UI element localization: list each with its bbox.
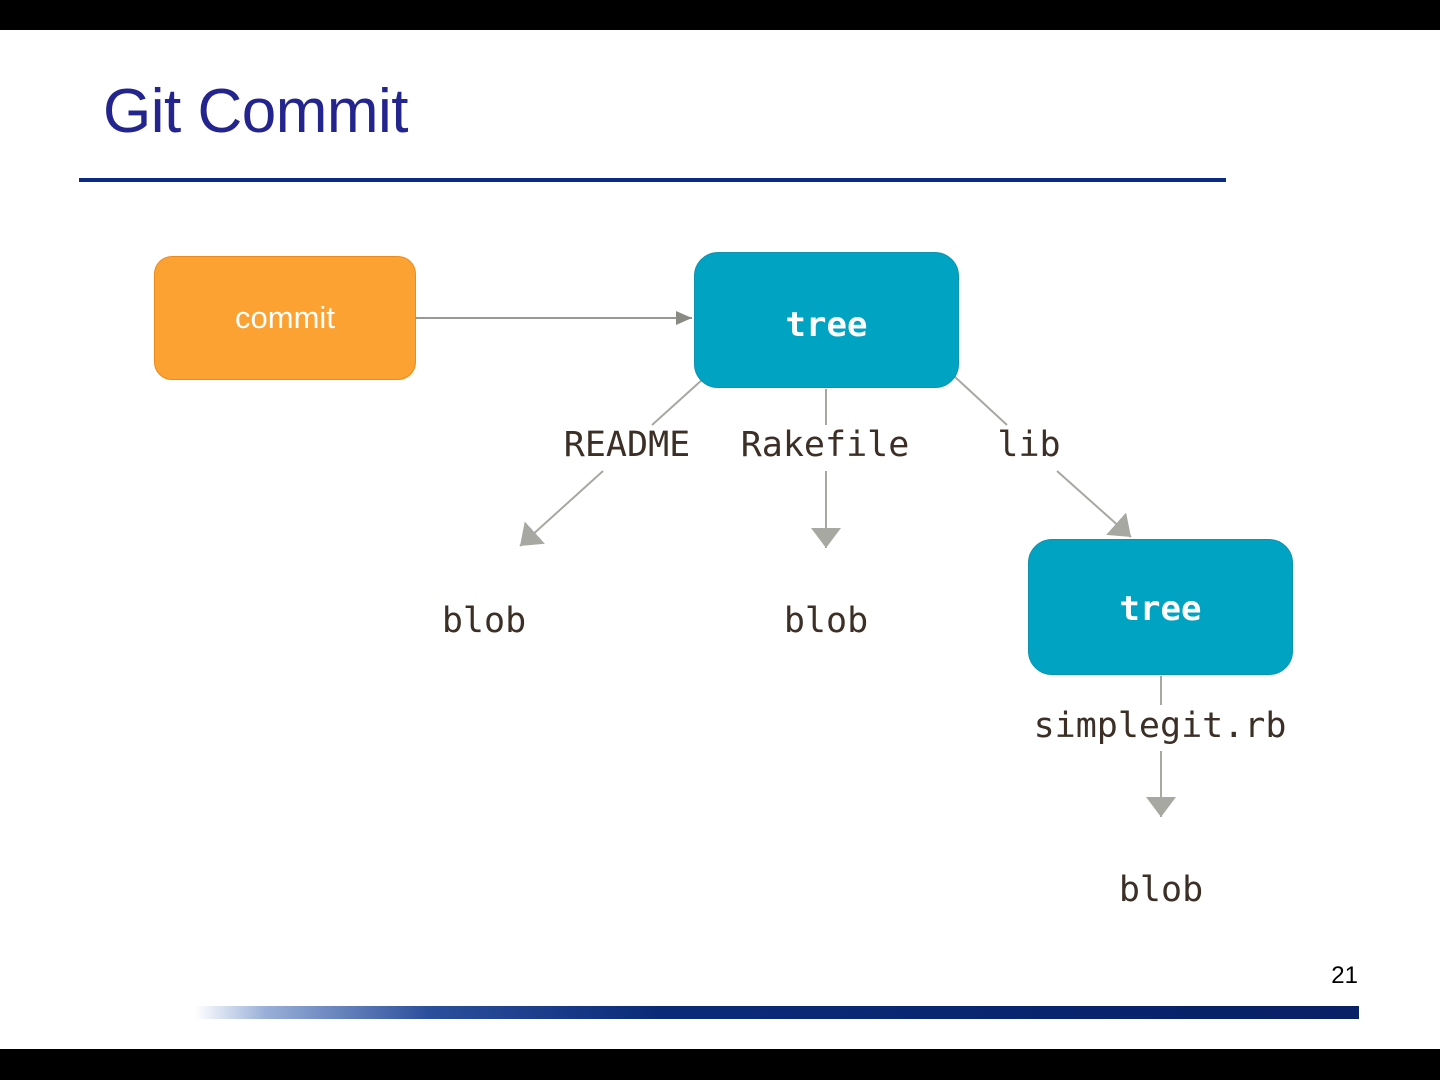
edge-label-lib: lib [997, 425, 1061, 465]
tree-node-root: tree [694, 252, 959, 388]
edge-tree-lib-upper [953, 375, 1008, 426]
tree-node-lib: tree [1028, 539, 1293, 675]
edge-label-rakefile: Rakefile [740, 425, 910, 465]
blob-node-simplegit: blob [1118, 870, 1204, 910]
edge-label-simplegit: simplegit.rb [1033, 706, 1287, 746]
commit-node-label: commit [235, 300, 335, 335]
tree-node-root-label: tree [785, 305, 868, 345]
tree-node-lib-label: tree [1119, 589, 1202, 629]
commit-node: commit [154, 256, 416, 380]
title-divider [79, 178, 1226, 182]
diagram-edges [416, 311, 1176, 817]
page-number: 21 [1331, 962, 1358, 989]
edge-tree-readme-lower [519, 470, 604, 547]
blob-node-readme: blob [441, 601, 527, 641]
edge-label-readme: README [563, 425, 691, 465]
edge-tree-readme-upper [651, 378, 704, 426]
edge-tree-lib-lower [1056, 470, 1132, 538]
footer-gradient-bar [195, 1006, 1359, 1019]
slide: Git Commit commit tree README Rake [0, 30, 1440, 1049]
blob-node-rakefile: blob [783, 601, 869, 641]
slide-title: Git Commit [103, 77, 409, 146]
